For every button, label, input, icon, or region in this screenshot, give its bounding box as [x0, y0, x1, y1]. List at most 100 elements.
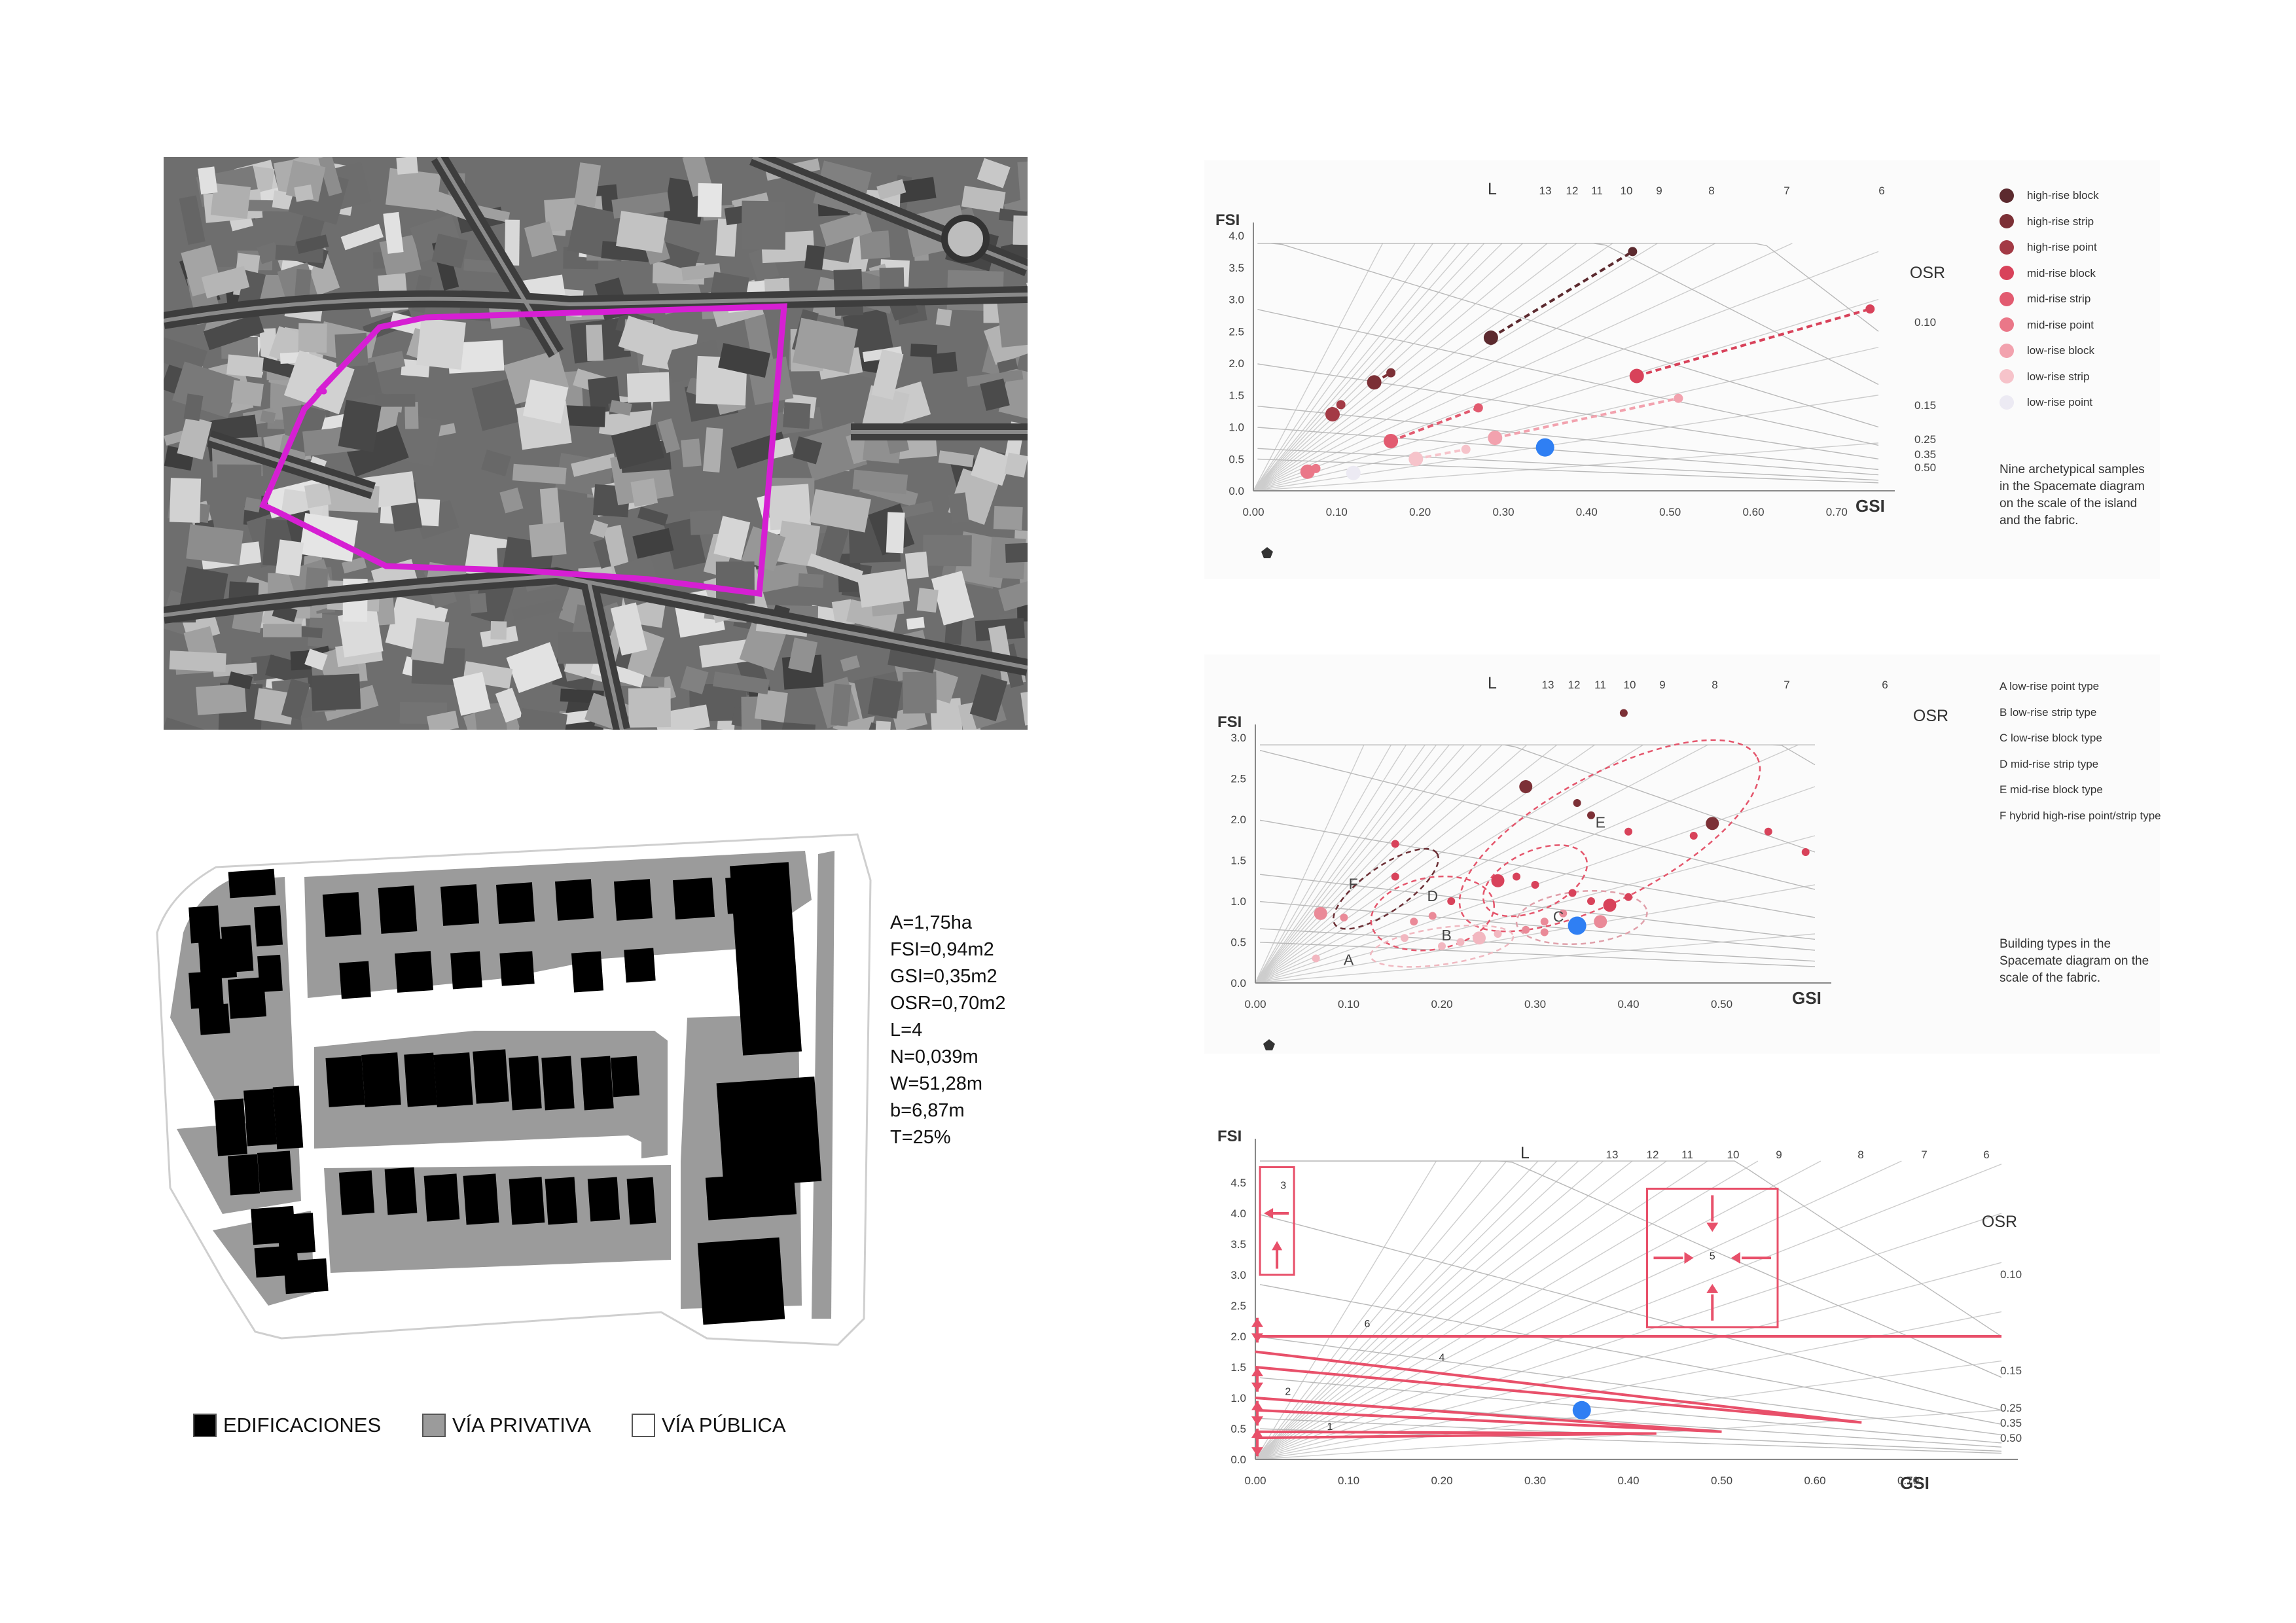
aerial-roof — [476, 205, 511, 223]
aerial-street-line — [437, 157, 558, 355]
building — [463, 1173, 499, 1225]
publisher-logo — [1263, 1039, 1275, 1050]
legend-entry: low-rise point — [2000, 389, 2099, 416]
aerial-roof — [375, 394, 416, 407]
aerial-roof — [186, 524, 243, 565]
legend-dot — [2000, 240, 2014, 255]
aerial-roof — [522, 379, 569, 424]
y-tick-label: 0.0 — [1229, 485, 1244, 497]
range-arrow-head — [1251, 1400, 1263, 1410]
aerial-roof — [260, 410, 276, 424]
legend-item: EDIFICACIONES — [193, 1414, 381, 1437]
aerial-roof — [997, 358, 1018, 374]
building — [571, 951, 604, 993]
aerial-roof — [217, 464, 262, 507]
aerial-roof — [980, 378, 1010, 411]
l-line — [1255, 884, 1816, 984]
l-line — [1255, 744, 1595, 984]
aerial-roof — [659, 241, 700, 272]
building — [227, 977, 267, 1019]
data-point — [1401, 934, 1408, 942]
l-line — [1253, 442, 1879, 491]
legend-entry: mid-rise point — [2000, 312, 2099, 338]
x-tick-label: 0.20 — [1431, 998, 1452, 1010]
aerial-roof — [876, 179, 906, 200]
data-point — [1312, 954, 1320, 963]
y-tick-label: 2.0 — [1229, 357, 1244, 370]
aerial-roof — [1003, 190, 1028, 217]
aerial-roof — [338, 399, 382, 453]
aerial-roof — [1004, 452, 1028, 478]
legend-item: VÍA PRIVATIVA — [422, 1414, 591, 1437]
data-point — [1594, 915, 1607, 929]
x-tick-label: 0.50 — [1711, 998, 1732, 1010]
osr-label: OSR — [1910, 264, 1945, 282]
series-connector — [1490, 250, 1634, 339]
osr-line — [1257, 363, 1879, 459]
aerial-roof — [783, 402, 811, 429]
osr-tick-label: 0.50 — [2000, 1432, 2022, 1444]
aerial-roof — [304, 649, 328, 671]
aerial-roof — [931, 571, 975, 626]
aerial-roof — [857, 569, 910, 608]
legend-swatch — [632, 1414, 655, 1437]
data-point — [1386, 368, 1396, 378]
osr-line — [1260, 942, 1816, 967]
l-line — [1255, 744, 1503, 984]
l-line — [1253, 243, 1716, 491]
osr-tick-label: 1.00 — [1920, 654, 1941, 657]
l-line — [1255, 1160, 1633, 1460]
l-tick-label: 8 — [1712, 679, 1717, 691]
building — [610, 1056, 640, 1097]
aerial-roof — [512, 463, 567, 485]
aerial-image — [164, 157, 1028, 730]
y-tick-label: 0.0 — [1230, 977, 1246, 990]
aerial-roof — [198, 166, 218, 195]
building — [214, 1098, 247, 1156]
y-tick-label: 0.5 — [1229, 453, 1244, 465]
data-point — [1408, 452, 1424, 467]
aerial-street-line — [164, 573, 1028, 669]
y-tick-label: 3.0 — [1229, 294, 1244, 306]
data-point — [1624, 893, 1632, 901]
stat-line: b=6,87m — [890, 1100, 965, 1121]
zone-label: 5 — [1710, 1251, 1715, 1262]
y-tick-label: 2.0 — [1230, 1330, 1246, 1343]
aerial-roof — [754, 688, 788, 723]
y-tick-label: 1.5 — [1230, 855, 1246, 867]
osr-line — [1257, 458, 1879, 484]
aerial-roof — [713, 516, 751, 560]
osr-tick-label: 0.25 — [1920, 654, 1941, 657]
x-tick-label: 0.70 — [1826, 506, 1848, 518]
x-tick-label: 0.30 — [1524, 1474, 1546, 1487]
data-point — [1410, 918, 1418, 926]
l-label: L — [1488, 674, 1497, 692]
l-label: L — [1520, 1144, 1530, 1162]
data-point — [1603, 899, 1617, 912]
aerial-roof — [431, 233, 468, 268]
aerial-roof — [304, 482, 332, 508]
l-tick-label: 10 — [1624, 679, 1636, 691]
data-point — [1764, 827, 1772, 836]
aerial-roof — [689, 510, 722, 535]
aerial-roof — [344, 425, 409, 477]
osr-line — [1257, 427, 1879, 476]
osr-line — [1260, 744, 1816, 853]
aerial-roof — [910, 344, 938, 358]
osr-tick-label: 0.25 — [1914, 433, 1936, 446]
y-tick-label: 0.5 — [1230, 936, 1246, 949]
y-tick-label: 3.5 — [1230, 1238, 1246, 1251]
aerial-roof — [792, 317, 858, 374]
zone-2-line — [1255, 1397, 1722, 1433]
l-line — [1255, 1160, 1667, 1460]
y-tick-label: 1.0 — [1230, 1392, 1246, 1404]
zone-5-arrowhead — [1706, 1222, 1719, 1232]
building — [283, 1258, 329, 1294]
osr-label: OSR — [1913, 707, 1948, 725]
aerial-roof — [681, 263, 721, 281]
aerial-roof — [929, 698, 963, 730]
series-connector — [1636, 308, 1871, 378]
osr-tick-label: 0.50 — [1914, 461, 1936, 474]
aerial-roof — [615, 211, 668, 253]
